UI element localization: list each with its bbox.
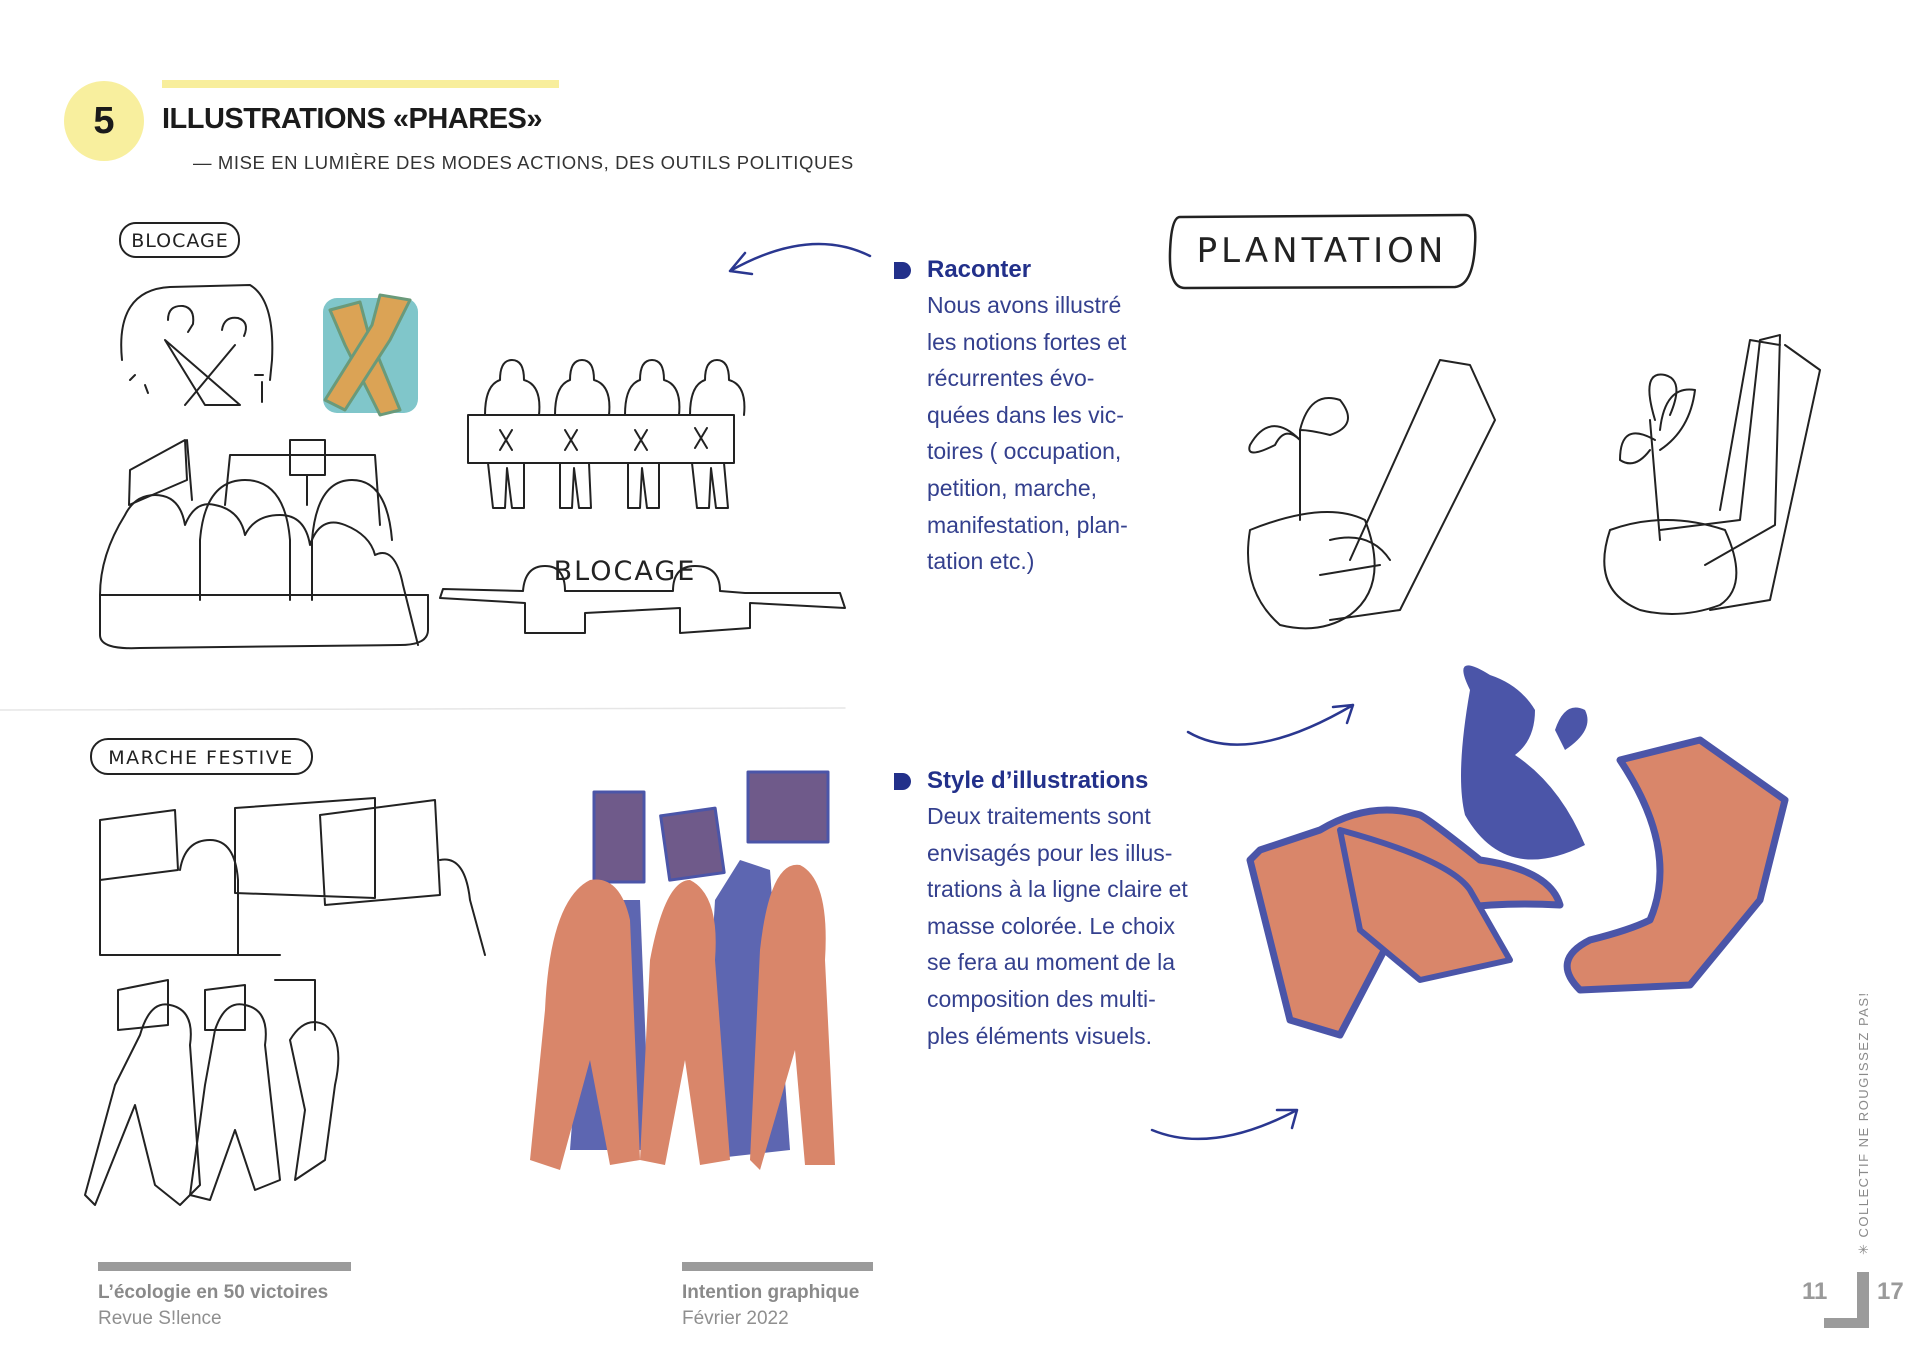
block-line: manifestation, plan- [927,511,1128,538]
planting-hands-colored [1246,665,1789,1039]
footer-publication-sub: Revue S!lence [98,1308,222,1329]
crossed-arms-sketch [120,284,274,406]
title-accent-bar [162,80,559,88]
block-title: Raconter [927,256,1032,283]
page-number-left: 11 [1802,1278,1828,1305]
block-line: récurrentes évo- [927,365,1095,392]
block-line: trations à la ligne claire et [927,876,1188,903]
section-number-badge: 5 [64,81,144,161]
footer-publication: L’écologie en 50 victoires Revue S!lence [98,1262,351,1330]
footer-document: Intention graphique Février 2022 [682,1262,873,1330]
plantation-label: PLANTATION [1168,213,1477,290]
crossed-arms-colored [323,293,418,417]
bullet-icon [894,772,911,790]
arrow-icon [728,242,872,276]
block-line: se fera au moment de la [927,949,1176,976]
banner-people-sketch [467,359,746,509]
page-title: ILLUSTRATIONS «PHARES» [162,103,543,135]
arrow-icon [1150,1108,1299,1141]
bullet-icon [894,261,911,279]
footer-bar [98,1262,351,1271]
style-block: Style d’illustrations Deux traitements s… [894,764,1224,1054]
page-subtitle: — MISE EN LUMIÈRE DES MODES ACTIONS, DES… [193,152,854,173]
block-line: petition, marche, [927,474,1098,501]
block-line: les notions fortes et [927,328,1127,355]
marche-festive-label: MARCHE FESTIVE [90,738,313,775]
svg-text:BLOCAGE: BLOCAGE [131,230,229,252]
block-line: envisagés pour les illus- [927,839,1173,866]
march-line-sketch [84,797,486,1206]
svg-text:MARCHE FESTIVE: MARCHE FESTIVE [108,747,293,769]
page-number-total: 17 [1877,1278,1904,1305]
block-line: Deux traitements sont [927,803,1151,829]
blocage-arms-sketch: BLOCAGE [439,556,846,634]
block-line: tation etc.) [927,548,1035,575]
blocage-label: BLOCAGE [119,222,240,258]
page-bracket-vertical [1857,1272,1869,1328]
block-line: Nous avons illustré [927,292,1122,318]
vertical-credit: ✳ COLLECTIF NE ROUGISSEZ PAS! [1856,991,1871,1255]
arrow-icon [1186,703,1355,746]
footer-publication-title: L’écologie en 50 victoires [98,1282,329,1303]
block-line: quées dans les vic- [927,401,1124,428]
svg-text:BLOCAGE: BLOCAGE [554,556,697,587]
section-number: 5 [93,99,115,142]
footer-document-date: Février 2022 [682,1308,789,1329]
raconter-block: Raconter Nous avons illustré les notions… [894,253,1224,580]
page-bracket-horizontal [1824,1318,1869,1328]
block-line: masse colorée. Le choix [927,912,1176,939]
block-line: toires ( occupation, [927,438,1122,465]
planting-hands-sketch [1247,334,1821,630]
block-line: ples éléments visuels. [927,1022,1152,1049]
footer-bar [682,1262,873,1271]
svg-text:PLANTATION: PLANTATION [1197,231,1448,271]
block-line: composition des multi- [927,985,1156,1012]
block-title: Style d’illustrations [927,767,1149,794]
march-colored [530,770,835,1170]
divider-line [0,707,846,711]
footer-document-title: Intention graphique [682,1282,860,1303]
crowd-sketch [99,439,429,650]
